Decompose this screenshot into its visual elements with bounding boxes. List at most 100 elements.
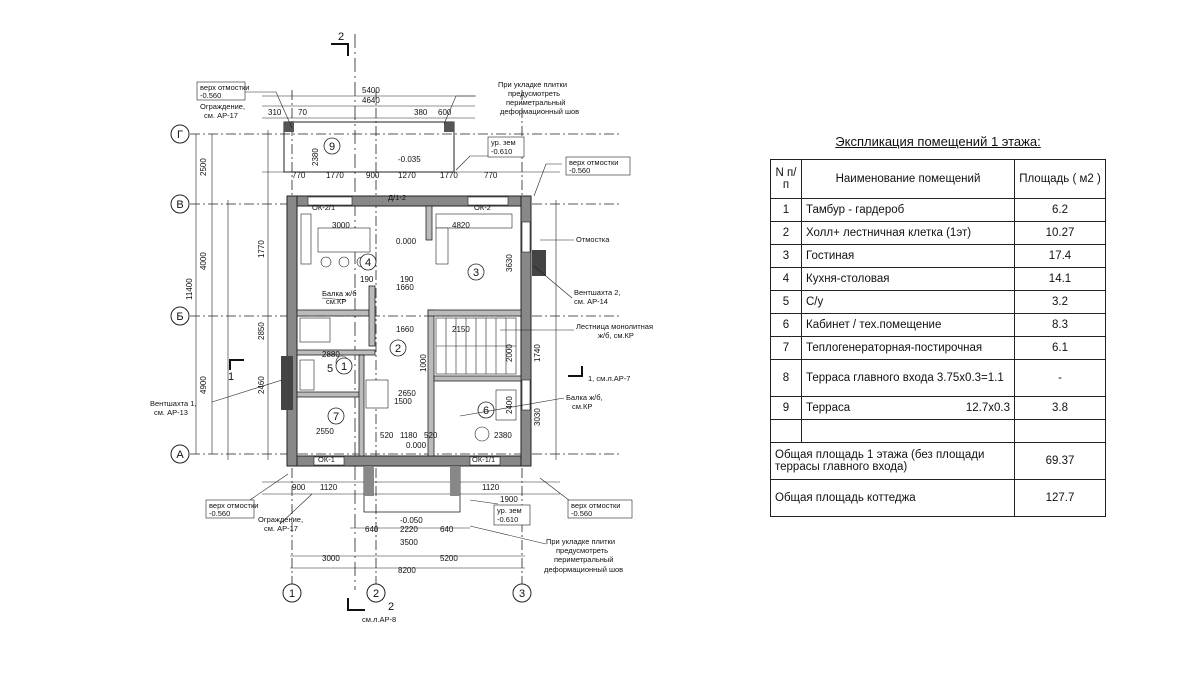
note-ur-zem-bottom: ур. зем	[497, 506, 522, 515]
note-otmostka: Отмостка	[576, 235, 610, 244]
explication-panel: Экспликация помещений 1 этажа: N п/п Наи…	[770, 126, 1106, 517]
room-number-2: 2	[395, 343, 401, 355]
entrance-column	[450, 466, 460, 496]
note-ventshahta2-ref: см. АР-14	[574, 297, 608, 306]
row-area: 10.27	[1014, 221, 1106, 245]
dim-bottom-640: 640	[365, 525, 379, 534]
room-number-5: 5	[327, 363, 333, 375]
label-door: Д/1-2	[388, 193, 406, 202]
dim-inner-1740: 1740	[533, 344, 542, 362]
vent-shafts	[281, 250, 546, 410]
section-mark-bottom: 2	[388, 601, 394, 613]
dim-inner-190b: 190	[400, 275, 414, 284]
row-room-name: Гостиная	[801, 244, 1015, 268]
room-number-9: 9	[329, 141, 335, 153]
row-number: 9	[770, 396, 802, 420]
note-balka-left-ref: см.КР	[326, 297, 346, 306]
dim-row-1270: 1270	[398, 171, 416, 180]
section-mark-top: 2	[338, 31, 344, 43]
axis-number-2: 2	[373, 588, 379, 600]
explication-table: N п/п Наименование помещений Площадь ( м…	[770, 159, 1106, 517]
row-area: 8.3	[1014, 313, 1106, 337]
row-area: 14.1	[1014, 267, 1106, 291]
dim-bottom-1900: 1900	[500, 495, 518, 504]
axis-letter-v: В	[176, 199, 183, 211]
dim-inner-520: 520	[380, 431, 394, 440]
row-area: 3.2	[1014, 290, 1106, 314]
level-boxes	[196, 81, 633, 526]
note-level-tl: -0.560	[200, 91, 221, 100]
dim-row-900: 900	[366, 171, 380, 180]
total-cottage-label: Общая площадь коттеджа	[770, 479, 1015, 517]
dim-left-4900: 4900	[199, 376, 208, 394]
dim-bottom-900: 900	[292, 483, 306, 492]
note-lestnica-ref: ж/б, см.КР	[598, 331, 634, 340]
note-level-tr: -0.560	[569, 166, 590, 175]
dim-inner-2380: 2380	[494, 431, 512, 440]
dim-inner-520b: 520	[424, 431, 438, 440]
table-row-total-floor: Общая площадь 1 этажа (без площади терра…	[770, 442, 1106, 480]
level-mark-porch: -0.050	[400, 516, 423, 525]
dim-inner-2880: 2880	[322, 350, 340, 359]
note-balka-right: Балка ж/б,	[566, 393, 603, 402]
dim-left-2380: 2380	[311, 148, 320, 166]
note-ventshahta1-ref: см. АР-13	[154, 408, 188, 417]
level-mark-entry: 0.000	[406, 441, 427, 450]
windows	[307, 196, 531, 466]
row-number: 8	[770, 359, 802, 397]
stair	[435, 317, 517, 375]
note-ventshahta2: Вентшахта 2,	[574, 288, 620, 297]
note-ventshahta1: Вентшахта 1,	[150, 399, 196, 408]
note-balka-left: Балка ж/б	[322, 289, 357, 298]
dim-top-600: 600	[438, 108, 452, 117]
dim-inner-1660b: 1660	[396, 325, 414, 334]
dim-inner-2550: 2550	[316, 427, 334, 436]
row-room-name: Кухня-столовая	[801, 267, 1015, 291]
room-number-7: 7	[333, 411, 339, 423]
tile-note-top-3: периметральный	[506, 98, 565, 107]
dim-inner-1500: 1500	[394, 397, 412, 406]
floor-plan-drawing: Г В Б А 1 2 3 2 2 см.л.АР-8 1 1, см.л.АР…	[150, 31, 653, 624]
room-number-6: 6	[483, 405, 489, 417]
dim-inner-2650: 2650	[398, 389, 416, 398]
entrance-terrace	[363, 465, 461, 513]
note-ur-zem-top: ур. зем	[491, 138, 516, 147]
axis-number-3: 3	[519, 588, 525, 600]
dim-inner-2400: 2400	[505, 396, 514, 414]
entrance-column	[364, 466, 374, 496]
dim-left-2460: 2460	[257, 376, 266, 394]
exterior-walls	[286, 195, 532, 467]
col-number-header: N п/п	[770, 159, 802, 199]
dim-left-1770: 1770	[257, 240, 266, 258]
dim-inner-4820: 4820	[452, 221, 470, 230]
note-level-zem-bottom: -0.610	[497, 515, 518, 524]
axis-letter-g: Г	[177, 129, 183, 141]
dim-inner-1180: 1180	[400, 431, 418, 440]
note-verh-otmostki-br: верх отмостки	[571, 501, 620, 510]
row-number: 3	[770, 244, 802, 268]
room-number-3: 3	[473, 267, 479, 279]
row-room-name-text: Терраса	[806, 402, 851, 414]
label-ok21: ОК-2/1	[312, 203, 335, 212]
dim-inner-3000: 3000	[332, 221, 350, 230]
dim-bottom-3500: 3500	[400, 538, 418, 547]
furniture	[299, 213, 517, 442]
tile-note-top-2: предусмотреть	[508, 89, 560, 98]
dim-inner-190: 190	[360, 275, 374, 284]
row-area: 6.2	[1014, 198, 1106, 222]
dim-row-1770: 1770	[326, 171, 344, 180]
row-number: 5	[770, 290, 802, 314]
dim-left-2500: 2500	[199, 158, 208, 176]
room-number-1: 1	[341, 361, 347, 373]
note-verh-otmostki-bl: верх отмостки	[209, 501, 258, 510]
note-level-zem-top: -0.610	[491, 147, 512, 156]
tile-note-bottom-1: При укладке плитки	[546, 537, 615, 546]
dim-top-310: 310	[268, 108, 282, 117]
